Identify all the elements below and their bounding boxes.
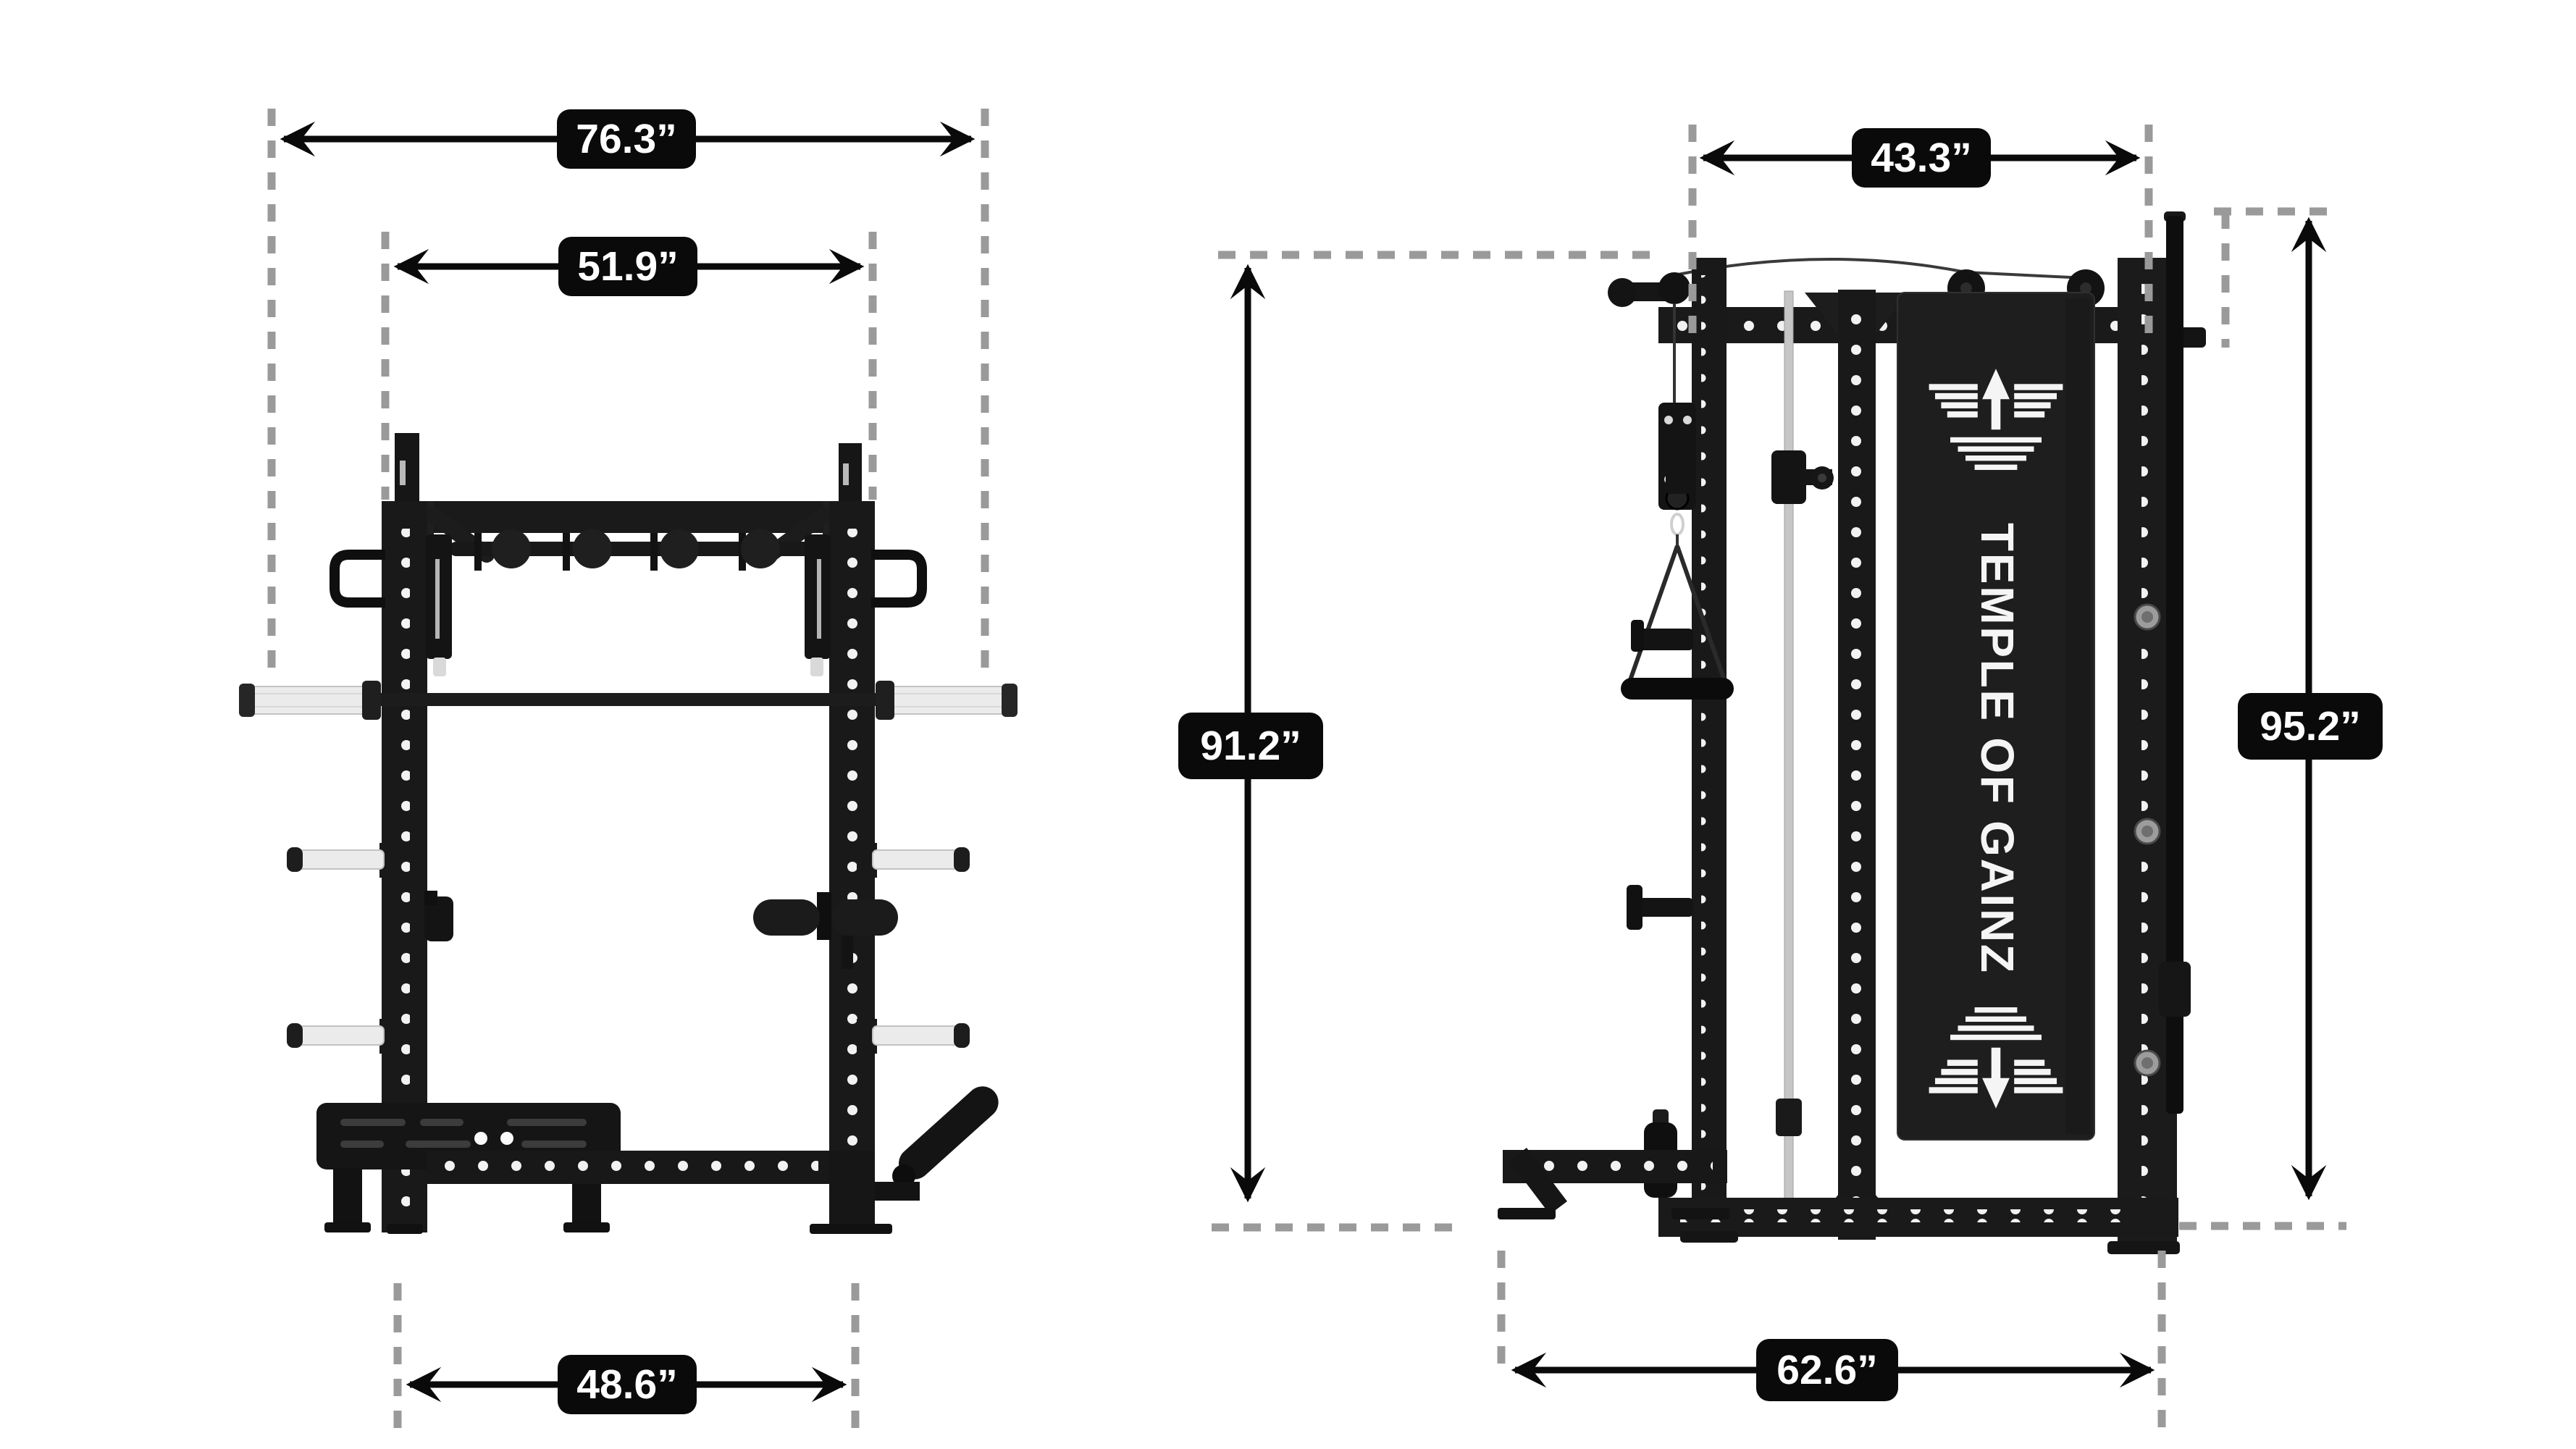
dim-label-front-base-width: 48.6” <box>558 1355 697 1414</box>
front-view-machine <box>239 433 1018 1234</box>
side-view-dimension-lines <box>1212 125 2346 1437</box>
dim-label-side-base-depth: 62.6” <box>1756 1339 1898 1401</box>
dim-label-side-front-height: 91.2” <box>1178 713 1323 779</box>
front-view-dimension-lines <box>267 109 989 1440</box>
side-view-machine: TEMPLE OF GAINZ <box>1498 211 2206 1254</box>
brand-panel-text: TEMPLE OF GAINZ <box>1971 523 2023 976</box>
dim-label-side-top-depth: 43.3” <box>1852 128 1991 188</box>
dim-label-front-overall-width: 76.3” <box>557 109 696 169</box>
dim-label-front-inner-width: 51.9” <box>558 237 697 296</box>
dim-label-side-rear-height: 95.2” <box>2238 693 2383 760</box>
